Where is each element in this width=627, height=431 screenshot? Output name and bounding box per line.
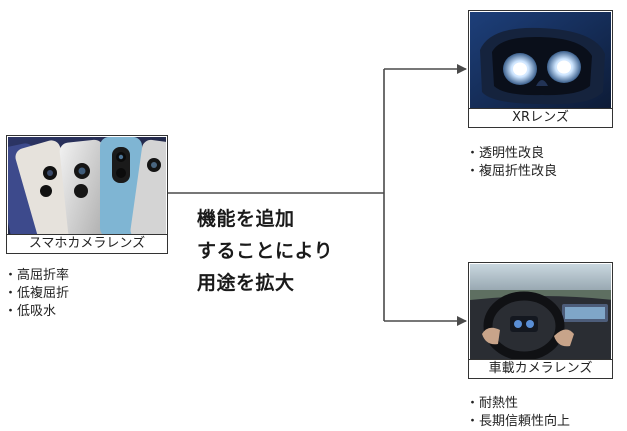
property-item: 低吸水 [4, 303, 69, 321]
smartphone-lens-caption: スマホカメラレンズ [7, 234, 167, 253]
improvement-item: 複屈折性改良 [466, 163, 557, 181]
smartphone-cameras-photo [8, 137, 166, 235]
property-item: 低複屈折 [4, 285, 69, 303]
xr-lens-caption: XRレンズ [469, 108, 612, 127]
smartphone-lens-card: スマホカメラレンズ [6, 135, 168, 254]
label-line: 用途を拡大 [197, 272, 295, 294]
car-camera-lens-improvements: 耐熱性 長期信頼性向上 [466, 395, 570, 431]
car-camera-lens-card: 車載カメラレンズ [468, 262, 613, 379]
improvement-item: 耐熱性 [466, 395, 570, 413]
function-expansion-label: 機能を追加 することにより 用途を拡大 [197, 203, 333, 299]
smartphone-lens-properties: 高屈折率 低複屈折 低吸水 [4, 267, 69, 321]
improvement-item: 長期信頼性向上 [466, 413, 570, 431]
car-camera-lens-caption: 車載カメラレンズ [469, 359, 612, 378]
label-line: することにより [197, 240, 334, 262]
label-line: 機能を追加 [197, 208, 295, 230]
property-item: 高屈折率 [4, 267, 69, 285]
xr-lens-improvements: 透明性改良 複屈折性改良 [466, 145, 557, 181]
car-dashboard-photo [470, 264, 611, 360]
vr-headset-photo [470, 12, 611, 109]
xr-lens-card: XRレンズ [468, 10, 613, 128]
improvement-item: 透明性改良 [466, 145, 557, 163]
